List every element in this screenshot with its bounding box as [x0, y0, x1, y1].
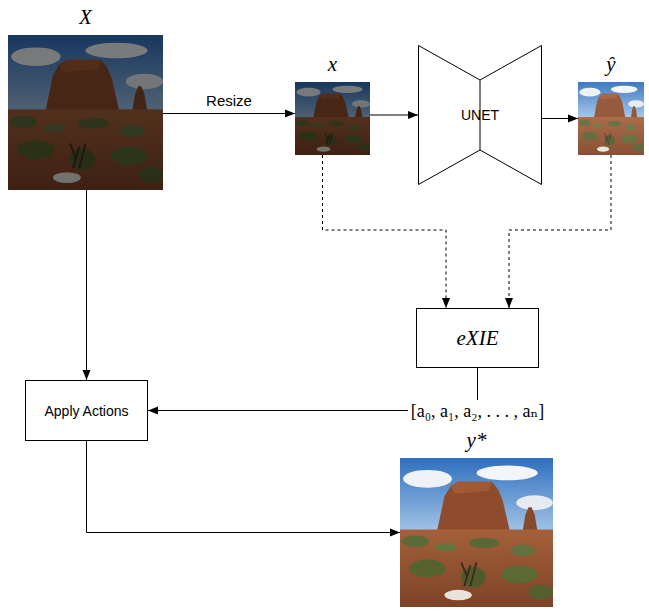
image-label: X: [79, 5, 92, 30]
unet-block: UNET: [418, 45, 542, 185]
input-image: X: [8, 35, 163, 190]
image-label: y*: [467, 428, 487, 453]
flow-arrow: [542, 118, 578, 119]
flow-arrow: [87, 441, 401, 533]
process-box: eXIE: [416, 308, 539, 368]
box-label: UNET: [461, 107, 499, 123]
image-label: x: [328, 52, 337, 77]
flow-arrow: [370, 115, 418, 116]
dashed-arrow: [509, 155, 611, 308]
action-list: [a₀, a₁, a₂, . . . , aₙ]: [408, 400, 548, 422]
module-label: eXIE: [457, 326, 499, 351]
resized-image: x: [295, 82, 370, 155]
result-image: y*: [400, 458, 553, 607]
box-label: Apply Actions: [44, 403, 128, 419]
image-label: ŷ: [606, 52, 615, 77]
flow-arrow: [86, 190, 87, 380]
edge-label: Resize: [203, 92, 255, 109]
output-image: ŷ: [578, 82, 644, 155]
flow-arrow: [163, 113, 295, 114]
process-box: Apply Actions: [25, 380, 148, 441]
